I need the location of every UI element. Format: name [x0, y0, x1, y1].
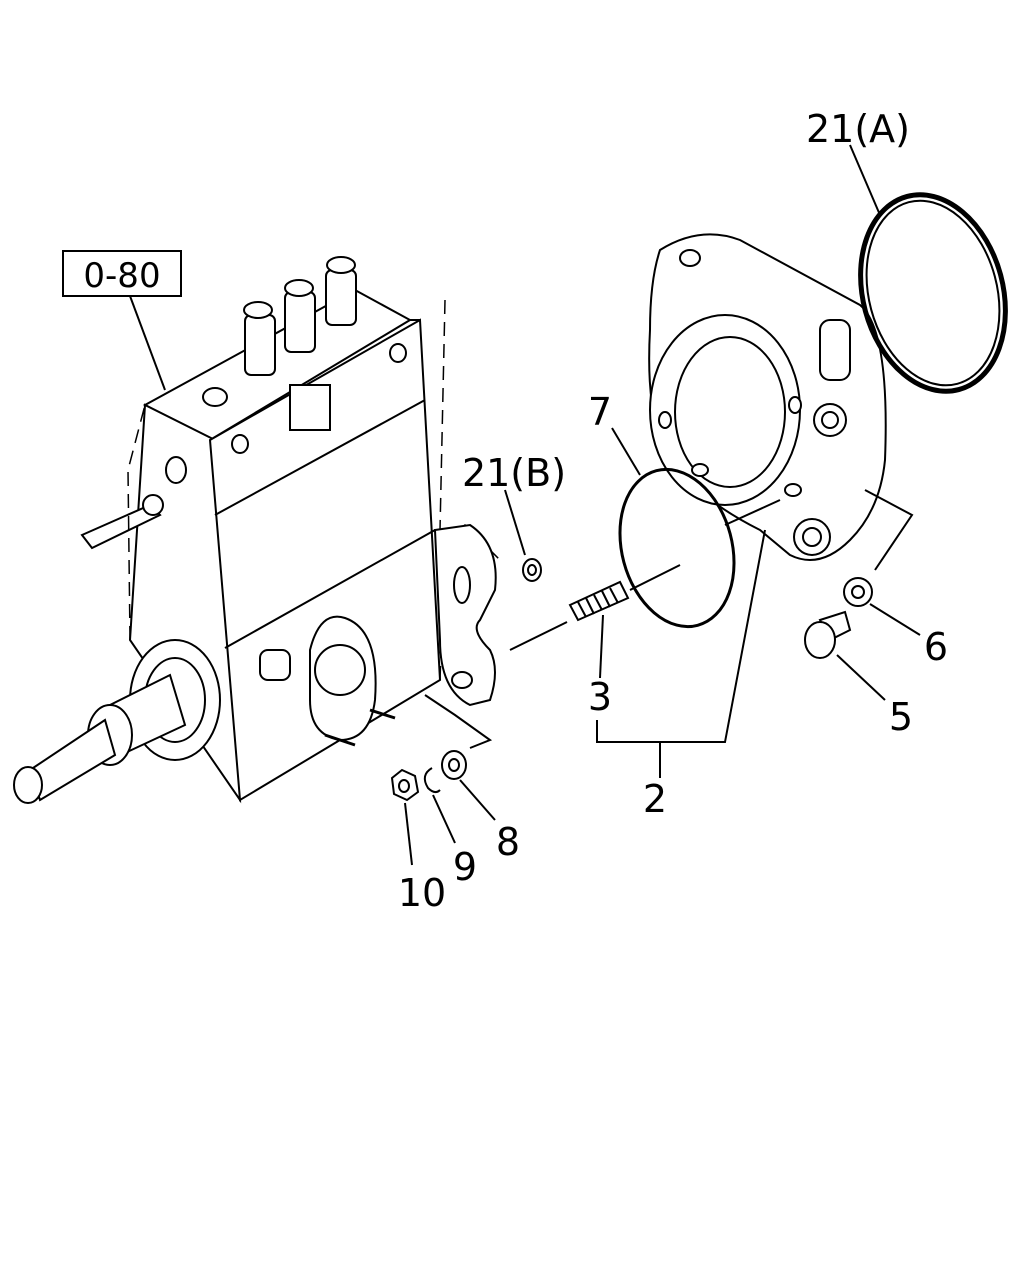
leader-0-80: [129, 295, 166, 391]
leader-5: [836, 654, 886, 701]
reference-box: [62, 250, 182, 297]
leader-8-bracket: [424, 694, 493, 749]
leader-2-branch: [724, 499, 781, 526]
callout-21a: 21(A): [806, 107, 910, 151]
callout-10: 10: [398, 871, 446, 915]
callout-8: 8: [496, 820, 520, 864]
drive-shaft: [13, 639, 221, 804]
reference-box-label: 0-80: [83, 256, 160, 296]
timer-housing: [648, 233, 887, 561]
pump-flange: [433, 523, 497, 707]
o-ring-7: [618, 467, 736, 629]
leader-8: [459, 779, 496, 821]
callout-5: 5: [889, 695, 913, 739]
callout-2: 2: [643, 777, 667, 821]
callout-21b: 21(B): [462, 451, 566, 495]
callout-9: 9: [453, 845, 477, 889]
leader-10: [404, 802, 413, 866]
plug-5: [804, 610, 852, 659]
o-ring-21b: [522, 558, 542, 582]
callout-3: 3: [588, 675, 612, 719]
leader-3: [599, 614, 604, 679]
washer-6: [843, 577, 873, 607]
leader-9: [432, 794, 456, 844]
nut-10: [390, 768, 420, 802]
callout-7: 7: [588, 390, 612, 434]
o-ring-21a: [858, 192, 1008, 394]
lock-washer-9: [423, 767, 441, 794]
stud-bolt-3: [568, 580, 630, 622]
leader-7: [611, 427, 641, 476]
leader-2-bracket: [596, 529, 766, 743]
leader-6-bracket: [864, 489, 914, 571]
leader-21a: [849, 144, 881, 216]
leader-21b: [504, 489, 526, 556]
washer-8: [441, 750, 467, 780]
leader-6: [869, 603, 921, 636]
injection-pump-body: [13, 256, 501, 804]
delivery-valve-holders: [243, 256, 357, 376]
callout-6: 6: [924, 625, 948, 669]
